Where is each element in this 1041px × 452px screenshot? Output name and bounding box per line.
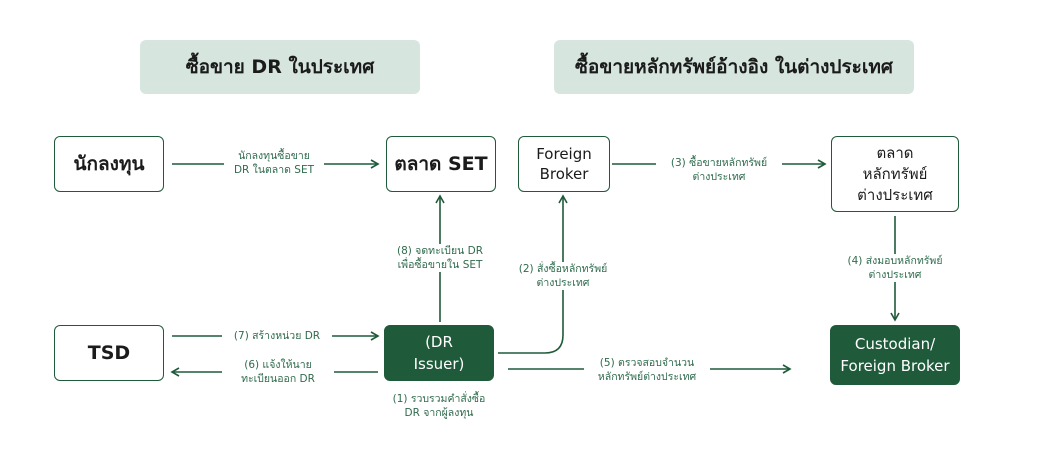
label-step4: (4) ส่งมอบหลักทรัพย์ ต่างประเทศ [830,254,960,282]
set-market-box: ตลาด SET [386,136,496,192]
label-step6: (6) แจ้งให้นาย ทะเบียนออก DR [222,358,334,386]
arrow-issuer-to-broker [498,194,568,354]
label-step3: (3) ซื้อขายหลักทรัพย์ ต่างประเทศ [656,156,782,184]
label-investor-to-set: นักลงทุนซื้อขาย DR ในตลาด SET [224,149,324,177]
label-step2: (2) สั่งซื้อหลักทรัพย์ ต่างประเทศ [501,262,625,290]
label-step7: (7) สร้างหน่วย DR [222,329,332,343]
custodian-box: Custodian/ Foreign Broker [830,325,960,385]
tsd-box: TSD [54,325,164,381]
label-step8: (8) จดทะเบียน DR เพื่อซื้อขายใน SET [378,244,502,272]
dr-issuer-box: (DR Issuer) [384,325,494,381]
header-foreign-underlying: ซื้อขายหลักทรัพย์อ้างอิง ในต่างประเทศ [554,40,914,94]
label-step5: (5) ตรวจสอบจำนวน หลักทรัพย์ต่างประเทศ [584,356,710,384]
header-domestic-dr: ซื้อขาย DR ในประเทศ [140,40,420,94]
foreign-broker-box: Foreign Broker [518,136,610,192]
foreign-market-box: ตลาด หลักทรัพย์ ต่างประเทศ [831,136,959,212]
investor-box: นักลงทุน [54,136,164,192]
label-step1: (1) รวบรวมคำสั่งซื้อ DR จากผู้ลงทุน [392,393,486,419]
